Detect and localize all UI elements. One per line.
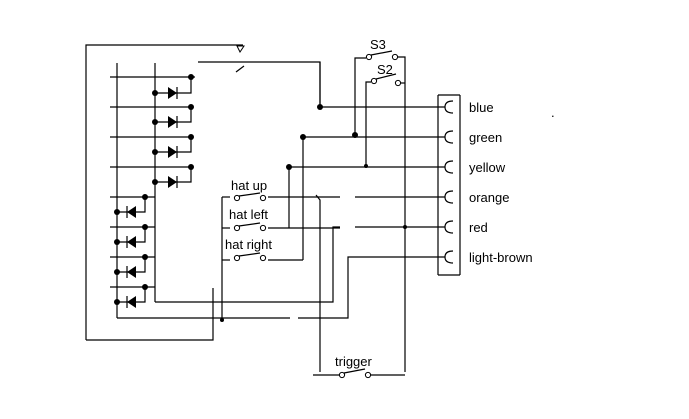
switch-s2: S2 [365,62,405,165]
diode-matrix [85,44,243,341]
wire-label-red: red [469,220,488,235]
wire-label-yellow: yellow [469,160,506,175]
wire-label-orange: orange [469,190,509,205]
connector-pin [444,220,454,234]
label-s3: S3 [370,37,386,52]
label-hat-left: hat left [229,207,268,222]
bus-wires [117,62,445,372]
label-s2: S2 [377,62,393,77]
switch-hat-up: hat up [231,178,267,202]
connector-pin [444,100,454,114]
diode-3 [155,137,192,158]
switch-hat-right: hat right [225,237,272,262]
diode-4 [155,167,192,188]
switch-hat-left: hat left [229,207,268,232]
diode-5 [117,197,146,218]
wire-label-blue: blue [469,100,494,115]
diode-7 [117,257,146,278]
switch-trigger: trigger [313,354,405,379]
label-hat-up: hat up [231,178,267,193]
stray-mark: . [551,105,555,120]
diode-6 [117,227,146,248]
top-switch [198,45,321,105]
label-hat-right: hat right [225,237,272,252]
connector-pin [444,250,454,264]
connector-pin [444,190,454,204]
connector: blue green yellow orange red light-brown [437,94,533,276]
diode-8 [117,287,146,308]
switch-s3: S3 [354,37,406,372]
label-trigger: trigger [335,354,373,369]
wire-label-light-brown: light-brown [469,250,533,265]
wire-label-green: green [469,130,502,145]
connector-pin [444,130,454,144]
diode-1 [155,77,192,99]
connector-pin [444,160,454,174]
diode-2 [155,107,192,128]
